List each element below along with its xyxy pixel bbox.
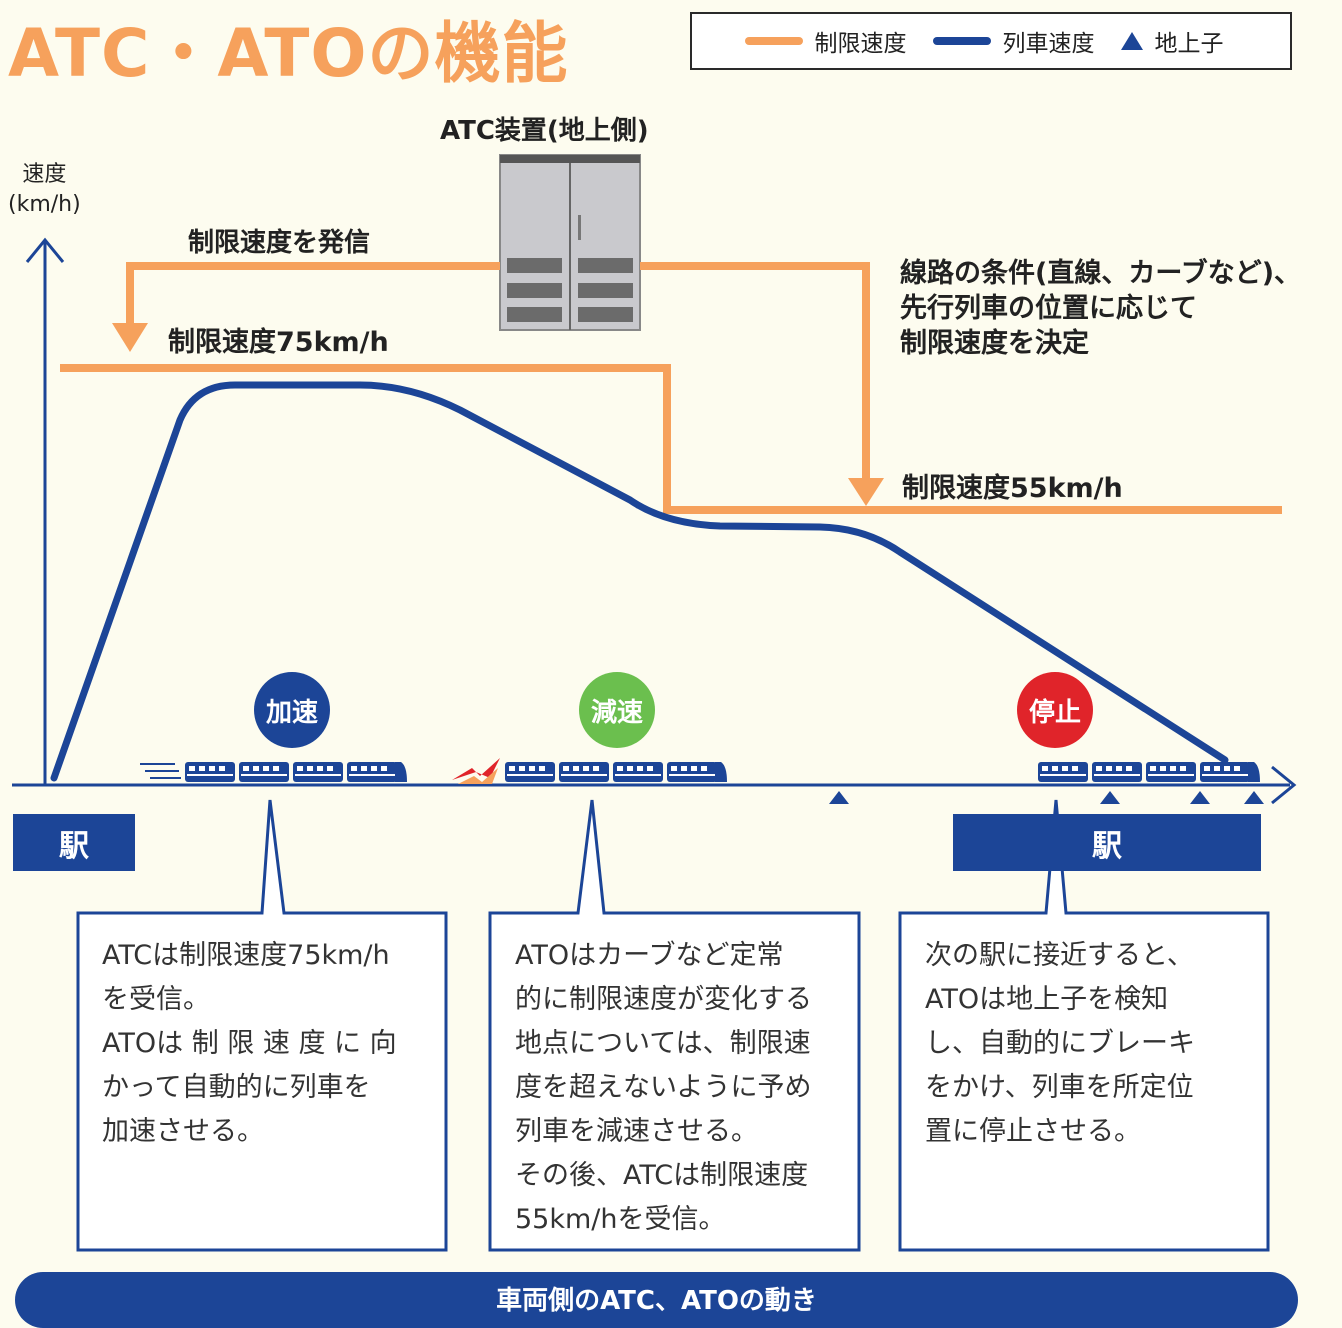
callout-box-accel — [76, 799, 448, 1252]
atc-device-label: ATC装置(地上側) — [440, 116, 649, 146]
limit-signal-lines — [126, 262, 870, 482]
badge-accel: 加速 — [254, 672, 330, 748]
callout-box-stop — [898, 799, 1270, 1252]
note-stop: 次の駅に接近すると、 ATOは地上子を検知 し、自動的にブレーキ をかけ、列車を… — [925, 934, 1251, 1154]
arrow-down-icon — [848, 478, 884, 506]
callout-box-decel — [488, 799, 861, 1252]
note-line: その後、ATCは制限速度 — [515, 1160, 809, 1191]
train-accel-icon — [140, 762, 407, 782]
legend-train-label: 列車速度 — [1002, 31, 1095, 57]
page-title: ATC・ATOの機能 — [8, 15, 569, 92]
note-line: をかけ、列車を所定位 — [925, 1072, 1194, 1103]
legend-item-train: 列車速度 — [932, 24, 1095, 58]
beacon-triangle-icon — [829, 791, 849, 804]
beacon-triangle-icon — [1190, 791, 1210, 804]
note-line: 的に制限速度が変化する — [515, 984, 812, 1015]
note-line: 列車を減速させる。 — [515, 1116, 758, 1147]
train-decel-icon — [505, 762, 727, 782]
signal-line-left — [126, 262, 500, 325]
limit-55-label: 制限速度55km/h — [902, 473, 1123, 504]
legend-beacon-label: 地上子 — [1154, 31, 1224, 57]
note-line: を受信。 — [102, 984, 210, 1015]
note-line: 55km/hを受信。 — [515, 1204, 726, 1235]
note-line: ATOはカーブなど定常 — [515, 940, 784, 971]
note-decel: ATOはカーブなど定常 的に制限速度が変化する 地点については、制限速 度を超え… — [515, 934, 841, 1242]
send-limit-label: 制限速度を発信 — [188, 228, 371, 258]
note-line: 置に停止させる。 — [925, 1116, 1141, 1147]
note-line: 度を超えないように予め — [515, 1072, 812, 1103]
note-line: し、自動的にブレーキ — [925, 1028, 1195, 1059]
note-accel: ATCは制限速度75km/h を受信。 ATOは 制 限 速 度 に 向 かって… — [102, 934, 428, 1154]
y-axis-label-1: 速度 — [22, 162, 67, 187]
limit-75-label: 制限速度75km/h — [168, 327, 389, 358]
legend-item-beacon: 地上子 — [1120, 24, 1224, 58]
train-line-swatch — [932, 37, 991, 45]
condition-label: 線路の条件(直線、カーブなど)、 先行列車の位置に応じて 制限速度を決定 — [900, 256, 1301, 361]
footer-banner: 車両側のATC、ATOの動き — [15, 1272, 1298, 1328]
badge-decel: 減速 — [579, 672, 655, 748]
condition-line-2: 先行列車の位置に応じて — [900, 293, 1197, 324]
brake-spark-icon — [452, 758, 500, 784]
condition-line-3: 制限速度を決定 — [900, 328, 1089, 359]
note-line: 加速させる。 — [102, 1116, 264, 1147]
callouts — [76, 799, 1270, 1252]
train-speed-curve — [50, 381, 1229, 782]
signal-line-right — [640, 262, 870, 482]
y-axis-label: 速度 (km/h) — [8, 160, 81, 220]
axes — [12, 237, 1297, 805]
atc-device-icon — [499, 154, 641, 331]
legend-item-limit: 制限速度 — [744, 24, 907, 58]
legend-limit-label: 制限速度 — [814, 31, 907, 57]
note-line: ATOは 制 限 速 度 に 向 — [102, 1028, 397, 1059]
badge-stop: 停止 — [1017, 672, 1093, 748]
condition-line-1: 線路の条件(直線、カーブなど)、 — [900, 258, 1302, 289]
note-line: ATOは地上子を検知 — [925, 984, 1169, 1015]
x-axis-arrow-icon — [1271, 765, 1297, 805]
y-axis-arrow-icon — [25, 237, 65, 263]
speed-limit-line — [60, 364, 1282, 514]
train-stop-icon — [1038, 762, 1260, 782]
station-left: 駅 — [13, 814, 135, 871]
note-line: 地点については、制限速 — [515, 1028, 811, 1059]
y-axis-label-2: (km/h) — [8, 192, 81, 217]
triangle-icon — [1120, 32, 1143, 50]
limit-line-swatch — [744, 37, 803, 45]
beacon-triangle-icon — [1244, 791, 1264, 804]
note-line: ATCは制限速度75km/h — [102, 940, 390, 971]
legend: 制限速度 列車速度 地上子 — [690, 12, 1292, 70]
beacon-triangle-icon — [1100, 791, 1120, 804]
note-line: かって自動的に列車を — [102, 1072, 371, 1103]
note-line: 次の駅に接近すると、 — [925, 940, 1194, 971]
arrow-down-icon — [112, 323, 148, 352]
station-right: 駅 — [953, 814, 1261, 871]
